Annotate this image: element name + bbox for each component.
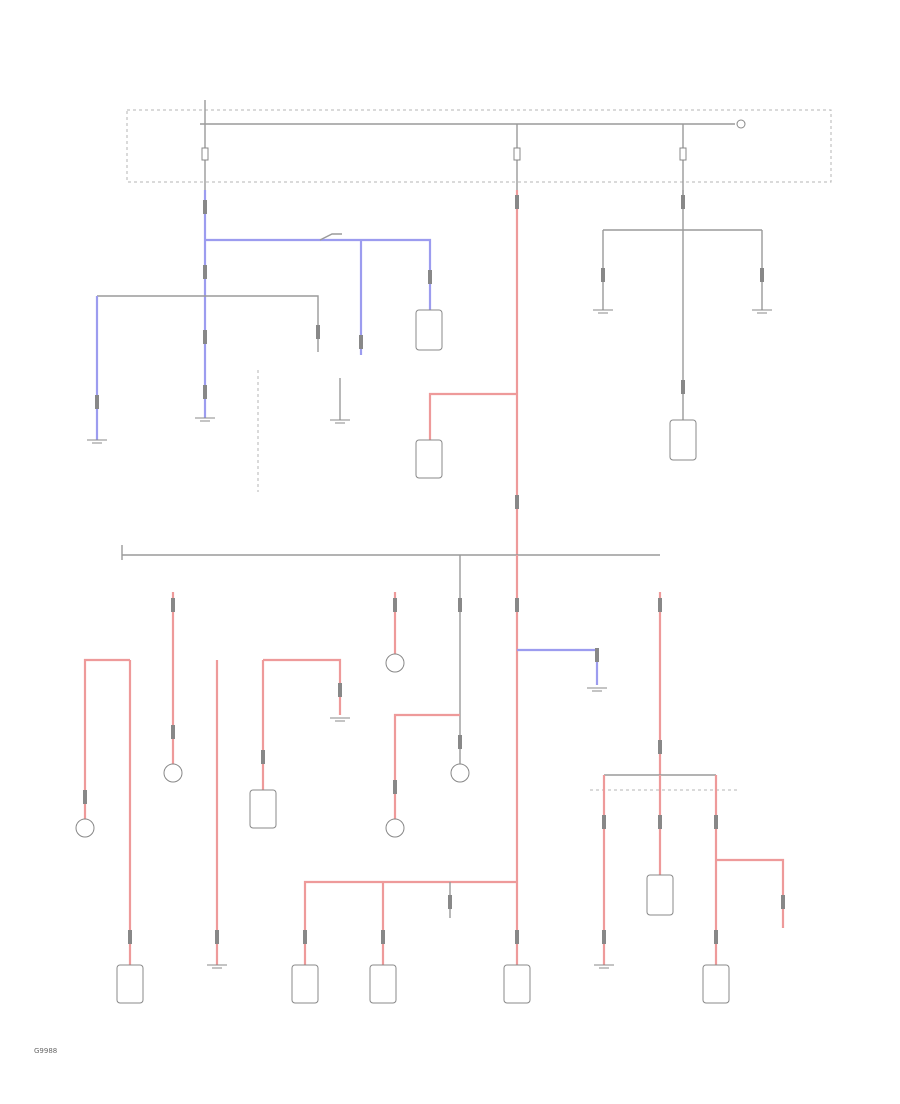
- red-bottom-branch: [303, 880, 517, 965]
- connector-mark: [393, 780, 397, 794]
- ground-3-icon: [330, 419, 350, 424]
- red-top-branch: [263, 658, 342, 715]
- connector-mark: [658, 815, 662, 829]
- blue-right-branch: [517, 648, 599, 685]
- connector-mark: [781, 895, 785, 909]
- diagram-reference-code: G9988: [34, 1047, 57, 1055]
- splice-1-pointer: [319, 233, 342, 241]
- connector-mark: [393, 598, 397, 612]
- connector-mark: [215, 930, 219, 944]
- ground-8-icon: [207, 964, 227, 969]
- connector-mark: [515, 930, 519, 944]
- fuse-1-symbol: [201, 147, 209, 161]
- connector-mark: [681, 195, 685, 209]
- c02-relay: [415, 439, 443, 479]
- middle-bus: [121, 545, 660, 560]
- c12-lamp-icon: [163, 763, 183, 783]
- c19-relay: [291, 964, 319, 1004]
- connector-mark: [681, 380, 685, 394]
- fuse-junction-box: [126, 100, 832, 200]
- connector-mark: [316, 325, 320, 339]
- c20-relay: [369, 964, 397, 1004]
- connector-mark: [658, 740, 662, 754]
- lower-components: [75, 653, 730, 1004]
- blue-branch-top: [205, 238, 432, 310]
- connector-mark: [714, 930, 718, 944]
- c21-relay: [503, 964, 531, 1004]
- red-lamp-4-wire: [393, 713, 460, 820]
- connector-mark: [601, 268, 605, 282]
- c01-relay: [415, 309, 443, 351]
- connector-mark: [602, 930, 606, 944]
- connector-mark: [458, 598, 462, 612]
- c14-lamp-icon: [385, 653, 405, 673]
- connector-mark: [760, 268, 764, 282]
- red-right-branch: [716, 858, 785, 928]
- connector-mark: [203, 265, 207, 279]
- c22-relay: [646, 874, 674, 916]
- ground-4-icon: [593, 309, 613, 314]
- black-branch-wire: [97, 295, 319, 352]
- red-left-lamp-wire: [83, 658, 130, 820]
- upper-components: [87, 309, 772, 479]
- connector-mark: [261, 750, 265, 764]
- connector-mark: [83, 790, 87, 804]
- ground-2-icon: [195, 417, 215, 422]
- ground-5-icon: [752, 309, 772, 314]
- c17-relay: [249, 789, 277, 829]
- connector-mark: [203, 200, 207, 214]
- red-branch-relay: [428, 392, 517, 440]
- connector-mark: [515, 598, 519, 612]
- ground-1-icon: [87, 439, 107, 444]
- connector-mark: [95, 395, 99, 409]
- ground-6-icon: [330, 717, 350, 722]
- fuse-box-terminal: [736, 119, 746, 129]
- connector-mark: [303, 930, 307, 944]
- connector-marks: [83, 195, 785, 944]
- ground-7-icon: [587, 687, 607, 692]
- connector-mark: [515, 495, 519, 509]
- c23-relay: [702, 964, 730, 1004]
- connector-mark: [171, 598, 175, 612]
- connector-mark: [128, 930, 132, 944]
- ground-9-icon: [594, 964, 614, 969]
- connector-mark: [381, 930, 385, 944]
- upper-wiring: [95, 190, 763, 555]
- c03-relay: [669, 419, 697, 461]
- connector-mark: [602, 815, 606, 829]
- connector-mark: [658, 598, 662, 612]
- fuse-2-symbol: [513, 147, 521, 161]
- lower-wiring: [83, 555, 785, 965]
- c16-lamp-icon: [385, 818, 405, 838]
- connector-mark: [714, 815, 718, 829]
- c18-relay: [116, 964, 144, 1004]
- connector-mark: [359, 335, 363, 349]
- fuse-box-outline: [126, 109, 832, 183]
- c15-lamp-icon: [450, 763, 470, 783]
- connector-mark: [515, 195, 519, 209]
- connector-mark: [203, 385, 207, 399]
- connector-mark: [171, 725, 175, 739]
- fuse-3-symbol: [679, 147, 687, 161]
- connector-mark: [338, 683, 342, 697]
- connector-mark: [203, 330, 207, 344]
- connector-mark: [448, 895, 452, 909]
- connector-mark: [595, 648, 599, 662]
- c13-lamp-icon: [75, 818, 95, 838]
- connector-mark: [458, 735, 462, 749]
- connector-mark: [428, 270, 432, 284]
